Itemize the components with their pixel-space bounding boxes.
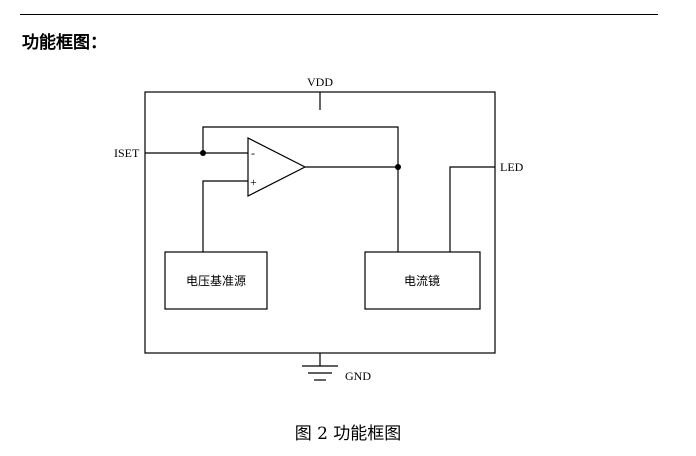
opamp-triangle: [247, 137, 307, 197]
section-heading: 功能框图：: [22, 33, 107, 53]
reference-wire: [202, 180, 248, 252]
current-mirror-label: 电流镜: [404, 273, 440, 288]
voltage-reference-block: [164, 251, 268, 310]
opamp-plus-sign: +: [250, 175, 257, 189]
led-pin-label: LED: [500, 160, 524, 174]
current-mirror-block: [364, 251, 481, 310]
voltage-reference-label: 电压基准源: [186, 274, 246, 288]
iset-junction-dot: [200, 150, 206, 156]
chip-outline: [144, 91, 496, 354]
figure-caption: 图 2 功能框图: [294, 424, 402, 444]
top-rule: [20, 14, 658, 15]
led-wire: [449, 166, 495, 252]
gnd-pin-label: GND: [345, 369, 371, 383]
vdd-pin-label: VDD: [307, 75, 333, 89]
opamp-minus-sign: -: [251, 146, 255, 160]
iset-pin-label: ISET: [114, 146, 140, 160]
feedback-wire: [202, 126, 399, 168]
